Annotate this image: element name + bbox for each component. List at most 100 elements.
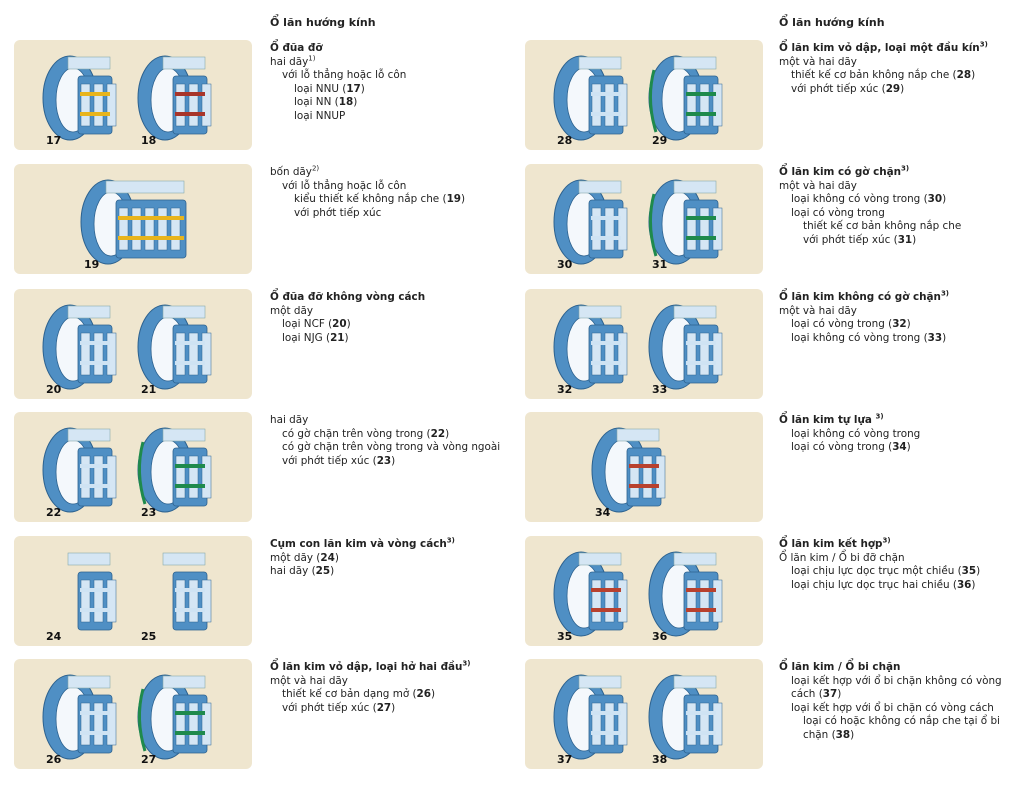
- bearing-illustration: [553, 179, 628, 265]
- bearing-illustration: [162, 552, 212, 631]
- description-line: với phớt tiếp xúc: [270, 207, 515, 221]
- footnote-marker: 3): [901, 164, 910, 173]
- line-text: Ổ đũa đỡ: [270, 42, 323, 54]
- right-column-header: Ổ lăn hướng kính: [779, 16, 885, 29]
- line-text: loại NNUP: [294, 109, 346, 122]
- bearing-illustration: [648, 304, 723, 390]
- line-text: với phớt tiếp xúc: [803, 233, 894, 246]
- line-text: Ổ lăn kim có gờ chặn: [779, 166, 902, 178]
- line-text: một dãy: [270, 304, 313, 317]
- line-text: Cụm con lăn kim và vòng cách: [270, 538, 447, 550]
- section-title: Ổ lăn kim vỏ dập, loại một đầu kín3): [779, 41, 1024, 56]
- line-text: hai dãy: [270, 414, 309, 426]
- description-line: với phớt tiếp xúc (31): [803, 233, 917, 246]
- bearing-illustration: [591, 427, 666, 513]
- description-line: loại có hoặc không có nắp che tại ổ bi c…: [803, 715, 1000, 741]
- figure-reference: 32: [892, 318, 907, 330]
- section-description: Ổ lăn kim vỏ dập, loại hở hai đầu3)một v…: [270, 660, 515, 715]
- figure-number: 31: [652, 258, 667, 271]
- line-text: có gờ chặn trên vòng trong và vòng ngoài: [282, 441, 501, 453]
- line-text: Ổ lăn kim vỏ dập, loại hở hai đầu: [270, 661, 463, 673]
- description-line: loại không có vòng trong (30): [791, 193, 947, 205]
- description-line: hai dãy: [270, 414, 515, 428]
- section-title: Ổ lăn kim không có gờ chặn3): [779, 289, 1024, 305]
- description-line: một và hai dãy: [779, 180, 1024, 194]
- section-description: Ổ lăn kim kết hợp3)Ổ lăn kim / Ổ bi đỡ c…: [779, 537, 1024, 592]
- description-line: loại không có vòng trong: [779, 428, 1024, 442]
- figure-reference: 21: [330, 331, 345, 344]
- bearing-illustration: [648, 674, 723, 760]
- section-title: Ổ lăn kim tự lựa 3): [779, 412, 1024, 428]
- description-line: loại có vòng trong: [779, 207, 1024, 221]
- line-text: Ổ lăn kim vỏ dập, loại một đầu kín: [779, 42, 980, 54]
- figure-reference: 38: [835, 728, 851, 741]
- line-text: với phớt tiếp xúc: [791, 82, 882, 95]
- figure-reference: 19: [446, 193, 462, 205]
- bearing-illustration: [42, 55, 117, 141]
- figure-number: 35: [557, 630, 572, 643]
- line-text: một và hai dãy: [270, 674, 348, 687]
- line-text: với lỗ thẳng hoặc lỗ côn: [282, 179, 407, 192]
- figure-number: 24: [46, 630, 62, 643]
- line-text: loại NCF: [282, 318, 329, 330]
- bearing-illustration: [67, 552, 117, 631]
- footnote-marker: 3): [875, 412, 884, 421]
- figure-number: 25: [141, 630, 156, 643]
- figure-number: 37: [557, 753, 572, 766]
- description-line: loại có vòng trong (34): [791, 441, 911, 453]
- figure-number: 38: [652, 753, 667, 766]
- section-title: Ổ đũa đỡ: [270, 42, 515, 56]
- bearing-illustration: [80, 179, 187, 265]
- line-text: một dãy: [270, 551, 317, 564]
- bearing-illustration: [137, 304, 212, 390]
- figure-number: 22: [46, 506, 61, 519]
- line-text: thiết kế cơ bản không nắp che: [791, 69, 953, 81]
- section-title: Ổ lăn kim có gờ chặn3): [779, 164, 1024, 180]
- figure-reference: 30: [927, 193, 943, 205]
- figure-reference: 26: [416, 688, 432, 700]
- line-text: loại không có vòng trong: [791, 331, 924, 344]
- description-line: với phớt tiếp xúc (27): [282, 701, 396, 714]
- description-line: thiết kế cơ bản không nắp che (28): [791, 69, 976, 81]
- figure-panel: 19: [14, 164, 252, 274]
- figure-number: 33: [652, 383, 667, 396]
- description-line: loại có vòng trong (32): [791, 318, 911, 330]
- figure-reference: 27: [376, 701, 392, 714]
- figure-reference: 34: [892, 441, 907, 453]
- line-text: thiết kế cơ bản dạng mở: [282, 688, 413, 700]
- line-text: một và hai dãy: [779, 55, 857, 68]
- line-text: loại có vòng trong: [791, 206, 885, 219]
- figure-number: 19: [84, 258, 99, 271]
- description-line: có gờ chặn trên vòng trong và vòng ngoài: [270, 441, 515, 455]
- line-text: loại không có vòng trong: [791, 193, 924, 205]
- description-line: loại NNU (17): [294, 82, 365, 95]
- description-line: loại chịu lực dọc trục hai chiều (36): [791, 578, 976, 591]
- footnote-marker: 3): [940, 289, 950, 298]
- figure-number: 21: [141, 383, 156, 396]
- line-text: loại NNU: [294, 82, 343, 95]
- line-text: bốn dãy: [270, 166, 312, 178]
- bearing-illustration: [137, 55, 212, 141]
- figure-number: 28: [557, 134, 572, 147]
- line-text: loại NJG: [282, 331, 326, 344]
- description-line: một và hai dãy: [779, 305, 1024, 319]
- description-line: Ổ lăn kim / Ổ bi đỡ chặn: [779, 552, 1024, 566]
- description-line: loại NNUP: [270, 110, 515, 124]
- section-title: Ổ lăn kim vỏ dập, loại hở hai đầu3): [270, 660, 515, 675]
- figure-reference: 28: [956, 69, 972, 81]
- figure-reference: 37: [822, 688, 838, 700]
- figure-panel: 34: [525, 412, 763, 522]
- section-description: Ổ lăn kim tự lựa 3)loại không có vòng tr…: [779, 412, 1024, 455]
- bearing-illustration: [648, 179, 723, 265]
- figure-reference: 25: [315, 565, 331, 577]
- line-text: loại chịu lực dọc trục hai chiều: [791, 578, 953, 591]
- section-title: Cụm con lăn kim và vòng cách3): [270, 537, 515, 552]
- description-line: với lỗ thẳng hoặc lỗ côn: [270, 180, 515, 194]
